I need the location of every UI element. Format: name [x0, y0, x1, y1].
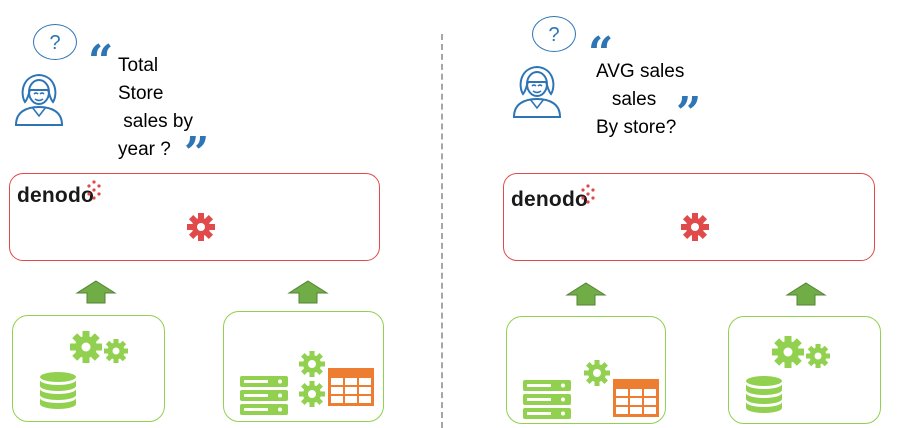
denodo-dots-icon	[581, 184, 595, 204]
denodo-platform-box: denodo	[503, 173, 875, 261]
server-icon	[240, 376, 288, 415]
denodo-dots-icon	[87, 180, 101, 200]
left-question-text: Total Store sales by year ?	[118, 52, 193, 164]
question-line: year ?	[118, 139, 171, 160]
question-bubble-mark: ?	[548, 24, 560, 46]
quote-close-icon: ”	[676, 88, 702, 139]
up-arrow-icon	[785, 282, 827, 306]
gear-icon	[104, 339, 128, 363]
up-arrow-icon	[565, 282, 607, 306]
database-icon	[746, 376, 782, 413]
question-line: sales by	[118, 111, 193, 132]
gear-icon	[70, 331, 102, 363]
gear-icon	[772, 336, 804, 368]
gear-icon	[299, 351, 325, 377]
up-arrow-icon	[287, 280, 329, 304]
question-line: By store?	[596, 117, 677, 138]
quote-open-icon: “	[88, 36, 114, 87]
question-line: Total	[118, 55, 159, 76]
gear-icon	[584, 360, 610, 386]
denodo-logo: denodo	[17, 184, 95, 207]
user-icon	[512, 65, 562, 118]
database-icon	[40, 372, 76, 409]
user-icon	[14, 73, 64, 126]
up-arrow-icon	[75, 280, 117, 304]
question-line: AVG sales	[596, 61, 685, 82]
data-source-box	[728, 316, 881, 424]
question-line: Store	[118, 83, 164, 104]
gear-icon	[681, 213, 709, 241]
quote-open-icon: “	[588, 28, 614, 79]
question-line: sales	[596, 89, 657, 110]
server-icon	[523, 380, 571, 419]
data-source-box	[12, 315, 165, 422]
right-question-text: AVG sales sales By store?	[596, 58, 684, 142]
question-bubble-icon: ?	[532, 16, 576, 52]
gear-icon	[187, 213, 215, 241]
question-bubble-mark: ?	[49, 32, 61, 54]
denodo-platform-box: denodo	[9, 173, 380, 261]
data-source-box	[223, 311, 384, 422]
quote-close-icon: ”	[184, 128, 210, 179]
denodo-logo: denodo	[511, 188, 589, 211]
table-icon	[328, 368, 374, 406]
gear-icon	[806, 344, 830, 368]
table-icon	[613, 379, 659, 417]
question-bubble-icon: ?	[33, 24, 77, 60]
data-source-box	[506, 316, 666, 424]
panel-divider	[441, 34, 443, 428]
gear-icon	[299, 381, 325, 407]
